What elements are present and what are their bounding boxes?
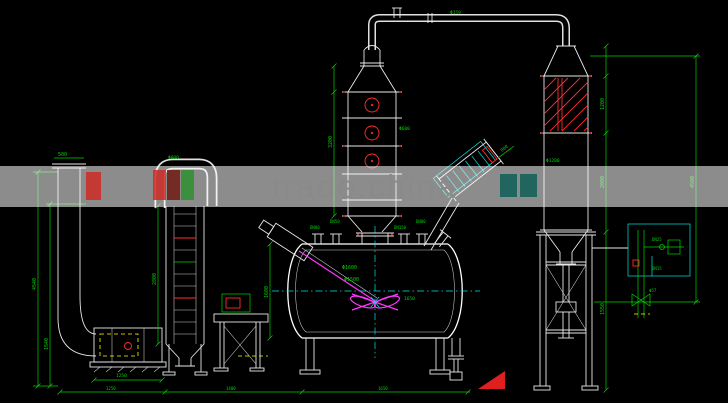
dimension-label: Φ600 (399, 126, 410, 132)
sightglass-1 (364, 97, 380, 113)
dimension-label: DN15 (652, 266, 662, 271)
dimension-label: Φ1500 (344, 277, 359, 283)
fan-unit (89, 327, 167, 383)
bottom-outlet (448, 338, 464, 381)
watermark-block (153, 170, 166, 200)
watermark-blocks (86, 170, 537, 200)
column-support-stand (533, 43, 700, 393)
dimension-label: 1400 (226, 386, 236, 391)
motor-box (221, 293, 251, 313)
agitator (298, 247, 401, 311)
dimension-label: 2800 (152, 273, 158, 285)
dimension-frame-bottom (57, 389, 471, 395)
instrument-piping-detail (592, 223, 691, 318)
dimension-label: DN80 (310, 225, 320, 230)
red-marker-triangle (478, 371, 505, 389)
dimension-label: 1250 (106, 386, 116, 391)
watermark-block (86, 172, 101, 200)
watermark-band (0, 166, 728, 207)
watermark-block (500, 174, 517, 197)
agitator-gearbox (258, 219, 314, 262)
reactor-legs (299, 338, 451, 375)
agitator-shaft (298, 250, 376, 302)
dimension-label: Φ159 (450, 10, 461, 16)
dimension-label: 1650 (404, 296, 415, 302)
watermark-block (181, 170, 194, 200)
dimension-label: DN80 (416, 219, 426, 224)
dimension-label: Φ1600 (342, 265, 357, 271)
sightglass-2 (364, 125, 380, 141)
dimension-label: 1250 (116, 373, 127, 379)
agitator-drive-stand (213, 219, 314, 372)
dimension-label: 800 (500, 144, 510, 154)
reactor-nozzles (312, 229, 452, 248)
dimension-label: 500 (58, 152, 67, 158)
overhead-vapor-pipe (368, 7, 570, 50)
dimension-label: 1540 (44, 338, 50, 350)
watermark: trade.china (0, 166, 728, 207)
reactor-vessel (267, 226, 505, 389)
dimension-label: DN50 (330, 219, 340, 224)
dimension-label: 3200 (328, 136, 334, 148)
dimension-label: Φ57 (649, 288, 657, 293)
dimension-label: 1200 (600, 98, 606, 110)
dimension-label: Φ1200 (546, 158, 560, 164)
dimension-label: 1650 (378, 386, 388, 391)
dimension-label: 1550 (600, 303, 606, 315)
dimension-frame-left (33, 157, 86, 389)
watermark-block (167, 170, 180, 200)
dimension-label: DN25 (652, 237, 662, 242)
watermark-text: trade.china (272, 168, 457, 205)
fan-shaft-mark (124, 342, 132, 350)
dimension-label: 1600 (264, 286, 270, 298)
packing-hatch (543, 77, 589, 132)
dimension-label: Φ800 (168, 155, 179, 161)
dimension-label: 4540 (32, 278, 38, 290)
watermark-block (520, 174, 537, 197)
valve-icon (631, 293, 642, 307)
dimension-label: DN150 (394, 225, 407, 230)
